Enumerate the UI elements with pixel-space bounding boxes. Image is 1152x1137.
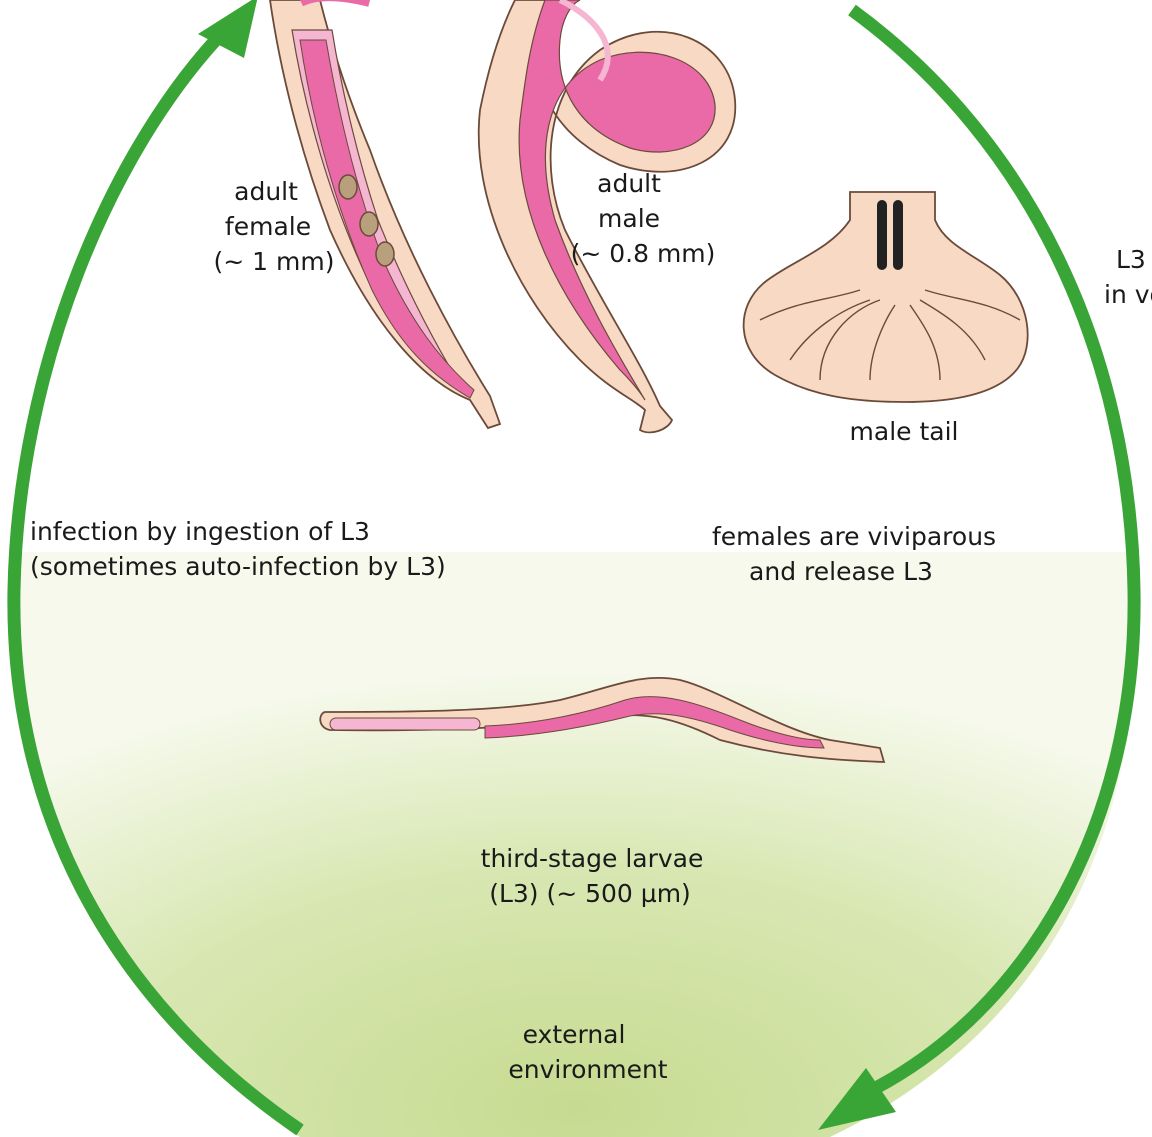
label-adult-male: adult male (~ 0.8 mm) xyxy=(571,169,716,268)
label-environment-line-2: environment xyxy=(508,1055,667,1084)
label-adult-female-line-2: female xyxy=(225,212,311,241)
male-tail-bursa-icon xyxy=(744,192,1028,402)
label-viviparous-line-2: and release L3 xyxy=(749,557,933,586)
label-edge-cut-line-2: in vo xyxy=(1104,280,1152,309)
label-male-tail: male tail xyxy=(850,417,959,446)
label-adult-female-line-3: (~ 1 mm) xyxy=(214,247,335,276)
label-larvae-line-2: (L3) (~ 500 µm) xyxy=(489,879,691,908)
label-adult-female-line-1: adult xyxy=(234,177,298,206)
label-viviparous-line-1: females are viviparous xyxy=(712,522,996,551)
label-environment-line-1: external xyxy=(523,1020,626,1049)
label-larvae-line-1: third-stage larvae xyxy=(481,844,704,873)
label-infection-line-2: (sometimes auto-infection by L3) xyxy=(30,552,446,581)
label-edge-cut-line-1: L3 xyxy=(1116,245,1146,274)
label-adult-male-line-3: (~ 0.8 mm) xyxy=(571,239,716,268)
label-adult-male-line-2: male xyxy=(598,204,660,233)
label-infection-line-1: infection by ingestion of L3 xyxy=(30,517,370,546)
label-infection: infection by ingestion of L3 (sometimes … xyxy=(30,517,446,581)
label-adult-male-line-1: adult xyxy=(597,169,661,198)
label-edge-cut: L3 in vo xyxy=(1104,245,1152,309)
